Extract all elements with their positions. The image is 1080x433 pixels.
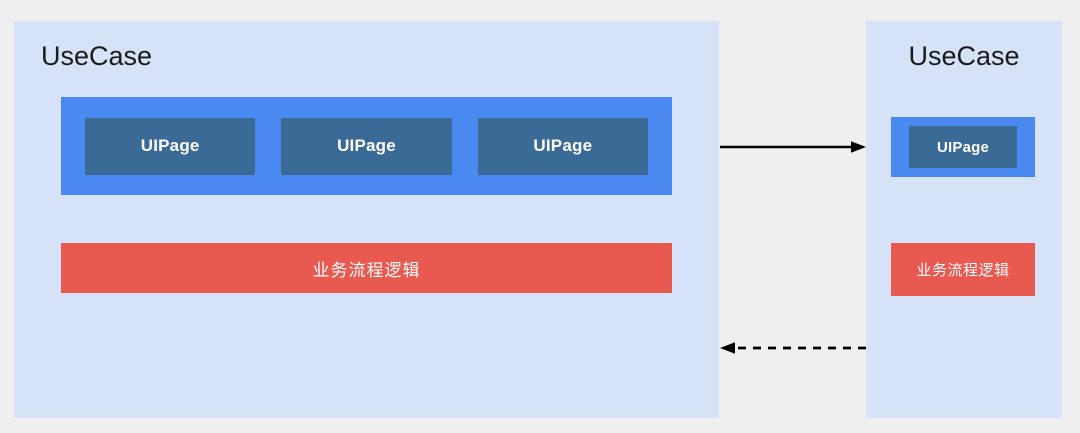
business-logic-bar-left[interactable]: 业务流程逻辑 <box>61 243 672 293</box>
panel-title-right: UseCase <box>908 41 1020 71</box>
business-logic-bar-right[interactable]: 业务流程逻辑 <box>891 243 1035 296</box>
arrow-left-icon <box>720 342 866 354</box>
uipage-box[interactable]: UIPage <box>477 117 648 175</box>
usecase-panel-right: UseCase UIPage 业务流程逻辑 <box>866 21 1062 418</box>
uipage-group-right: UIPage <box>891 117 1035 177</box>
uipage-box[interactable]: UIPage <box>85 117 256 175</box>
usecase-panel-left: UseCase UIPage UIPage UIPage 业务流程逻辑 <box>14 21 719 418</box>
connector-dashed-arrow-left <box>720 341 866 355</box>
uipage-box[interactable]: UIPage <box>281 117 452 175</box>
arrow-right-icon <box>720 141 866 153</box>
connector-solid-arrow-right <box>720 140 866 154</box>
uipage-box[interactable]: UIPage <box>909 126 1017 168</box>
uipage-group-left: UIPage UIPage UIPage <box>61 97 672 195</box>
panel-title-left: UseCase <box>41 41 153 71</box>
